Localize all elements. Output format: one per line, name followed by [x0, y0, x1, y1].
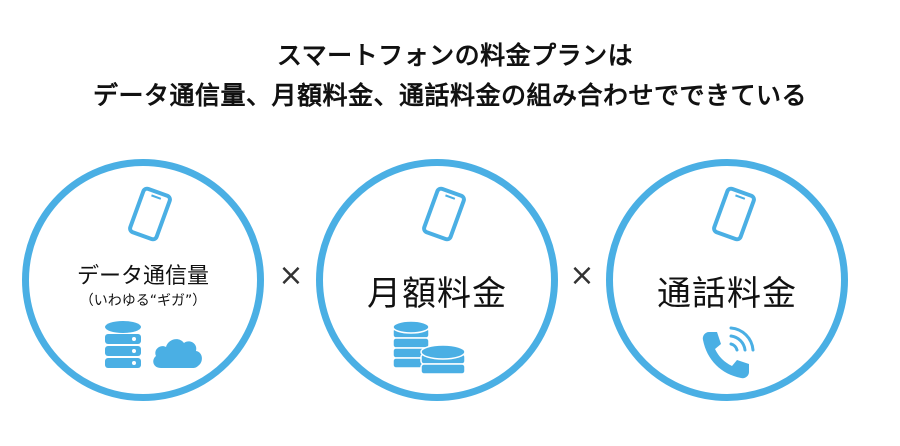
multiply-sign-2: ×	[569, 258, 595, 293]
heading-line-2: データ通信量、月額料金、通話料金の組み合わせでできている	[92, 81, 807, 110]
smartphone-icon	[712, 186, 756, 242]
data-volume-circle: データ通信量 （いわゆる“ギガ”）	[22, 159, 264, 401]
monthly-fee-label: 月額料金	[367, 274, 507, 314]
multiply-sign-1: ×	[278, 258, 304, 293]
coins-icon	[392, 320, 466, 375]
call-fee-circle: 通話料金	[606, 159, 848, 401]
phone-call-icon	[702, 326, 755, 379]
monthly-fee-circle: 月額料金	[316, 159, 558, 401]
data-volume-label: データ通信量	[76, 264, 209, 289]
cloud-icon	[153, 339, 202, 368]
call-fee-label: 通話料金	[657, 274, 797, 314]
heading-line-1: スマートフォンの料金プランは	[276, 41, 634, 70]
database-icon	[105, 321, 141, 368]
smartphone-icon	[422, 186, 466, 242]
page-heading: スマートフォンの料金プランは データ通信量、月額料金、通話料金の組み合わせででき…	[0, 36, 900, 116]
giga-sublabel: （いわゆる“ギガ”）	[79, 293, 207, 309]
smartphone-icon	[128, 186, 172, 242]
